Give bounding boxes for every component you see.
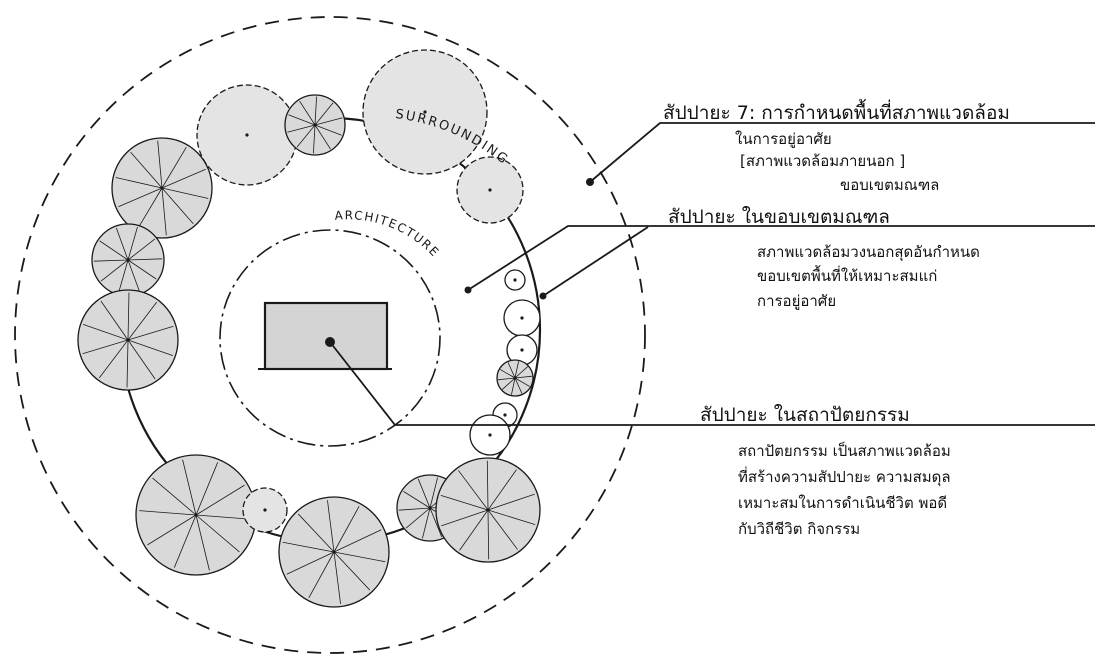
tree-trunk-dot <box>245 133 248 136</box>
annotation-2-line-3: การอยู่อาศัย <box>757 290 836 312</box>
tree-trunk-dot <box>520 348 523 351</box>
tree-trunk-dot <box>488 433 491 436</box>
tree-trunk-dot <box>313 123 316 126</box>
tree-trunk-dot <box>126 258 129 261</box>
tree-trunk-dot <box>488 188 491 191</box>
annotation-3-line-3: เหมาะสมในการดำเนินชีวิต พอดี <box>738 492 947 514</box>
tree-trunk-dot <box>126 338 129 341</box>
tree-trunk-dot <box>160 186 163 189</box>
annotation-1-heading: สัปปายะ 7: การกำหนดพื้นที่สภาพแวดล้อม <box>663 98 1010 128</box>
annotation-1-line-3: ขอบเขตมณฑล <box>840 174 939 196</box>
tree-trunk-dot <box>263 508 266 511</box>
annotation-1-line-1: ในการอยู่อาศัย <box>735 128 832 150</box>
annotation-3-line-1: สถาปัตยกรรม เป็นสภาพแวดล้อม <box>738 440 951 462</box>
annotation-3-line-2: ที่สร้างความสัปปายะ ความสมดุล <box>738 466 951 488</box>
annotation-1-line-2: [สภาพแวดล้อมภายนอก ] <box>740 150 905 172</box>
tree-trunk-dot <box>520 316 523 319</box>
tree-trunk-dot <box>194 513 197 516</box>
tree-trunk-dot <box>486 508 489 511</box>
annotation-2-line-2: ขอบเขตพื้นที่ให้เหมาะสมแก่ <box>757 265 937 287</box>
annotation-2-line-1: สภาพแวดล้อมวงนอกสุดอันกำหนด <box>757 241 980 263</box>
building-rectangle <box>265 303 387 369</box>
tree-trunk-dot <box>503 413 506 416</box>
tree-trunk-dot <box>332 550 335 553</box>
annotation-2-heading: สัปปายะ ในขอบเขตมณฑล <box>668 202 890 232</box>
tree-trunk-dot <box>428 506 431 509</box>
architecture-label: ARCHITECTURE <box>334 208 442 260</box>
annotation-3-line-4: กับวิถีชีวิต กิจกรรม <box>738 518 860 540</box>
annotation-3-heading: สัปปายะ ในสถาปัตยกรรม <box>700 400 910 430</box>
tree-trunk-dot <box>513 376 516 379</box>
tree-trunk-dot <box>513 278 516 281</box>
